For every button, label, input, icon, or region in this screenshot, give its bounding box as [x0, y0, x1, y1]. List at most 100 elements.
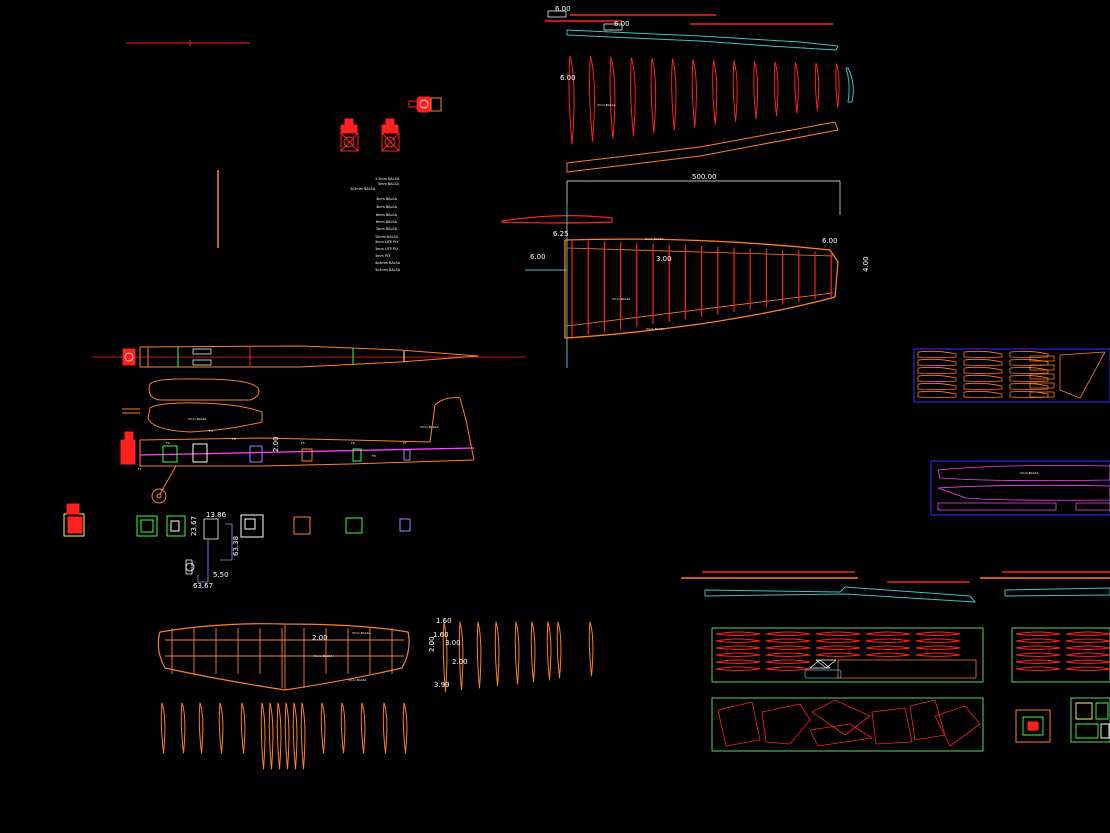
tip-height-label: 4.00 — [862, 256, 870, 272]
spar-offset-label: 6.25 — [553, 230, 569, 238]
gusset-sheet — [711, 697, 984, 752]
former-label: F3 — [209, 429, 213, 433]
wing-planform-outline — [564, 238, 839, 339]
parts-sheet-purple: 3mm BALSA — [930, 460, 1110, 516]
gear-dim: 63.38 — [232, 536, 240, 556]
long-strips — [681, 571, 1110, 603]
small-rib — [458, 621, 464, 691]
parts-sheet-blue — [913, 348, 1110, 403]
gear-dim: 5.50 — [213, 571, 229, 579]
legend-item: 3mm PLY — [375, 254, 391, 258]
small-rib — [588, 621, 594, 677]
stab-row-rib — [340, 702, 346, 754]
stab-row-rib — [268, 702, 274, 770]
small-rib-group — [442, 621, 594, 693]
former-label: F8 — [372, 454, 376, 458]
wing-root-airfoil — [501, 215, 613, 224]
rib-dim: 2.00 — [428, 636, 436, 652]
former-label: F6 — [351, 441, 355, 445]
legend-item: 1.5mm BALSA — [375, 177, 400, 181]
rib-dim: 2.00 — [452, 658, 468, 666]
stab-row-rib — [320, 702, 326, 754]
fuse-note: 3mm BALSA — [188, 417, 207, 421]
wing-rib — [568, 55, 575, 145]
tip-block — [845, 67, 854, 103]
landing-gear — [151, 465, 177, 504]
rib-sheet-b — [1011, 627, 1110, 683]
stab-row-rib — [240, 702, 246, 754]
small-rib — [546, 621, 552, 681]
stab-row-rib — [284, 702, 290, 770]
wing-planform-ribs — [571, 240, 832, 337]
servo-tray-parts — [1015, 697, 1110, 743]
top-strips: 6.00 6.00 — [545, 5, 833, 31]
pushrod-icon — [122, 408, 140, 414]
stab-row-rib — [180, 702, 186, 754]
legend-item: 3mm BALSA — [376, 197, 398, 201]
legend-item: 3x3mm BALSA — [350, 187, 376, 191]
former-label: F4 — [232, 437, 236, 441]
stab-row-rib — [382, 702, 388, 754]
legend-item: 4x4mm BALSA — [375, 261, 401, 265]
engine-rear-view-icon — [381, 118, 400, 152]
wing-rib — [794, 62, 799, 114]
wing-rib — [650, 57, 657, 134]
small-rib — [556, 621, 562, 679]
stab-dim: 2.00 — [312, 634, 328, 642]
strip-dim-a: 6.00 — [555, 5, 571, 13]
wing-rib — [732, 60, 738, 123]
wing-rib-row — [568, 55, 840, 145]
stab-row-rib — [260, 702, 266, 770]
legend-item: 3mm BALSA — [378, 182, 400, 186]
sheet-note: 3mm BALSA — [1020, 471, 1039, 475]
legend-item: 3mm LITE PLY — [375, 247, 400, 251]
stab-row-rib — [276, 702, 282, 770]
stab-row-rib — [360, 702, 366, 754]
gear-dim: 63.67 — [193, 582, 213, 590]
stab-note: 3mm BALSA — [352, 631, 371, 635]
stab-note: 3mm BALSA — [348, 678, 367, 682]
trailing-edge-strip — [566, 121, 839, 173]
legend-item: 10mm BALSA — [375, 235, 399, 239]
leading-edge-strip — [566, 29, 839, 51]
stab-row-rib — [300, 702, 306, 770]
rib-spacing-label: 3.00 — [656, 255, 672, 263]
wing-rib — [814, 62, 820, 111]
legend-item: 6mm BALSA — [376, 220, 398, 224]
wing-span-label: 500.00 — [692, 173, 717, 181]
engine-side-view-icon — [408, 96, 442, 113]
former-label: F7 — [403, 441, 407, 445]
gear-dim: 23.67 — [190, 516, 198, 536]
stab-row-rib — [292, 702, 298, 770]
rib-sheet-a — [711, 627, 984, 683]
wing-rib — [630, 57, 636, 137]
wing-rib — [835, 63, 840, 109]
stab-note: 3mm BALSA — [314, 654, 333, 658]
fin-note: 3mm BALSA — [420, 425, 439, 429]
stab-row-rib — [218, 702, 224, 754]
rib-dim: 3.99 — [434, 681, 450, 689]
fuselage-top-view — [92, 345, 526, 368]
fuselage-centerline — [139, 447, 475, 456]
rib-dim: 1.60 — [433, 631, 449, 639]
small-rib — [530, 621, 536, 683]
wing-note: 3mm BALSA — [646, 327, 665, 331]
rib-panel-dim: 6.00 — [560, 74, 576, 82]
engine-front-view-icon — [340, 118, 359, 152]
fuselage-dim: 2.00 — [272, 436, 280, 452]
stabilizer-ribs — [165, 624, 404, 690]
gear-detail — [185, 518, 233, 583]
engine-side-icon — [120, 431, 136, 465]
material-legend: 1.5mm BALSA 3mm BALSA 3x3mm BALSA 3mm BA… — [350, 177, 401, 272]
wing-rib — [712, 59, 718, 125]
stab-row-rib — [160, 702, 166, 754]
legend-item: 3x3mm BALSA — [375, 268, 401, 272]
spar-top — [566, 247, 834, 257]
tip-label: 6.00 — [822, 237, 838, 245]
stabilizer-rib-row — [160, 702, 408, 770]
legend-item: 6mm BALSA — [376, 213, 398, 217]
wing-rib — [691, 59, 697, 128]
former-label: F2 — [166, 441, 170, 445]
spar-bottom — [566, 292, 834, 327]
